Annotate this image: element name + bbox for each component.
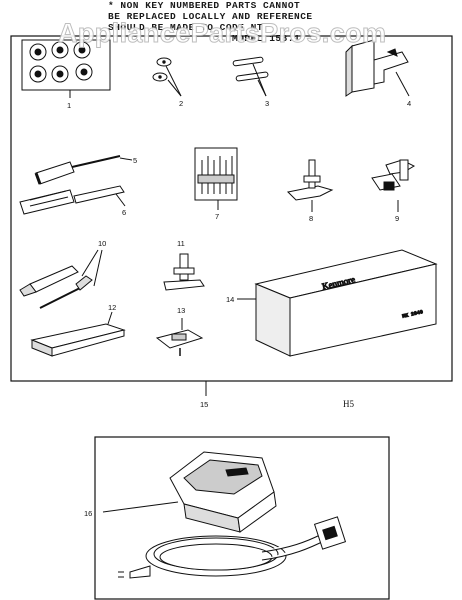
foot-control-part [102, 451, 347, 579]
spool-pins-part [232, 56, 269, 97]
callout-15: 15 [200, 400, 208, 409]
spool-felts-part [152, 57, 182, 97]
accessories-frame [10, 35, 453, 382]
callout-13: 13 [177, 306, 185, 315]
needle-pack-part [194, 147, 238, 210]
straight-foot-part [163, 253, 205, 291]
throat-plate-part [155, 318, 204, 356]
callout-7: 7 [215, 212, 219, 221]
callout-11: 11 [177, 239, 185, 248]
accessory-case-part: Kenmore MK 2040 [237, 249, 438, 357]
header-note: * NON KEY NUMBERED PARTS CANNOT BE REPLA… [0, 0, 462, 50]
attachment-tray-part [30, 311, 126, 357]
note-line-4: MODEL 158.1 [232, 33, 301, 44]
screwdrivers-part [19, 155, 133, 215]
callout-16: 16 [84, 509, 92, 518]
callout-6: 6 [122, 208, 126, 217]
buttonhole-attachment-part [345, 39, 410, 97]
callout-9: 9 [395, 214, 399, 223]
page-code: H5 [343, 399, 354, 409]
callout-1: 1 [67, 101, 71, 110]
callout-2: 2 [179, 99, 183, 108]
callout-10: 10 [98, 239, 106, 248]
zipper-foot-part [371, 159, 416, 212]
presser-foot-part [286, 159, 334, 212]
callout-12: 12 [108, 303, 116, 312]
callout-8: 8 [309, 214, 313, 223]
note-line-1: * NON KEY NUMBERED PARTS CANNOT [108, 0, 301, 11]
callout-5: 5 [133, 156, 137, 165]
watermark: AppliancePartsPros.com [57, 18, 387, 49]
foot-control-frame [94, 436, 390, 600]
callout-14: 14 [226, 295, 234, 304]
callout-4: 4 [407, 99, 411, 108]
note-line-2: BE REPLACED LOCALLY AND REFERENCE [108, 11, 313, 22]
seam-ripper-part [19, 249, 103, 309]
case-model-label: MK 2040 [402, 309, 424, 320]
note-line-3: SHOULD BE MADE TO CODE NT [108, 22, 264, 33]
bobbins-part [21, 39, 111, 98]
callout-3: 3 [265, 99, 269, 108]
